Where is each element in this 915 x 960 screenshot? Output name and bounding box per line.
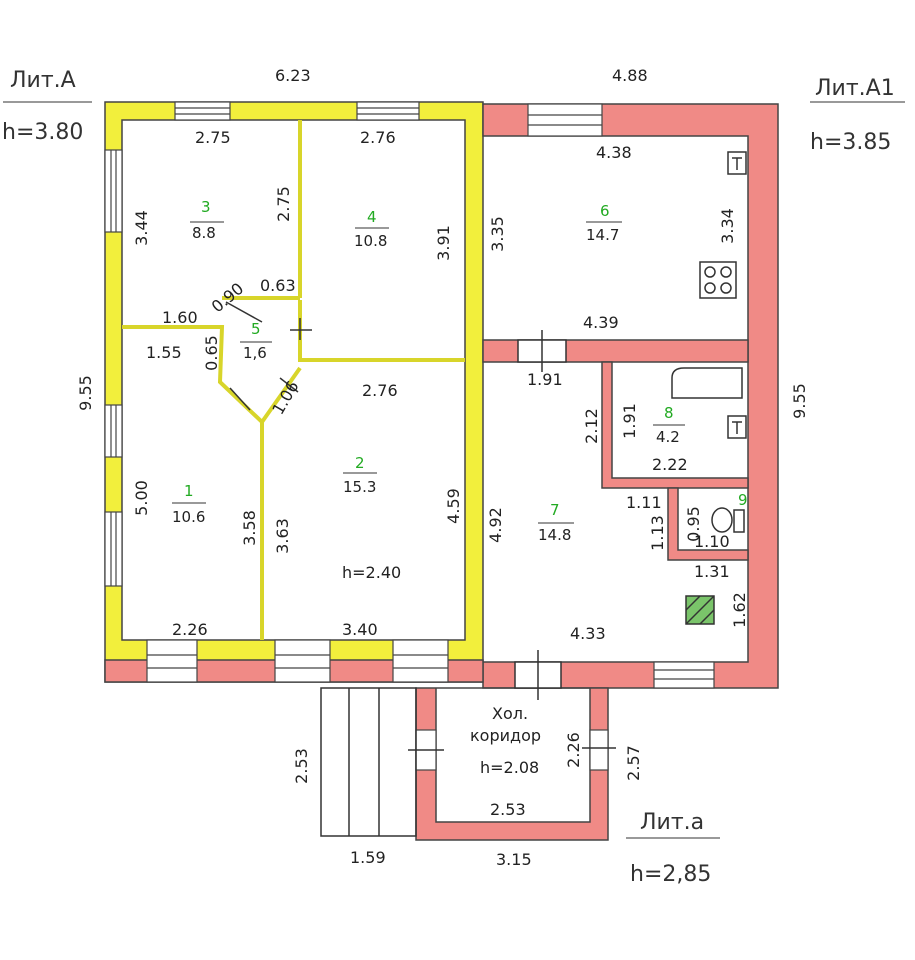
dim-r5-b: 0.63 <box>260 276 296 295</box>
interior-walls <box>122 120 465 640</box>
dim-cor-bottom-in: 2.53 <box>490 800 526 819</box>
room-5-area: 1,6 <box>243 344 267 362</box>
dim-r9-bottom: 1.31 <box>694 562 730 581</box>
room-2-height: h=2.40 <box>342 563 402 582</box>
dim-r2-top: 2.76 <box>362 381 398 400</box>
room-1-area: 10.6 <box>172 508 206 526</box>
room-4-number: 4 <box>367 208 377 226</box>
windows <box>104 101 715 771</box>
dim-r8-bottom: 2.22 <box>652 455 688 474</box>
dim-r4-right: 3.91 <box>433 225 453 261</box>
room-9-number: 9 <box>738 491 748 509</box>
corridor-height: h=2.08 <box>480 758 540 777</box>
dim-r7-left: 4.92 <box>485 507 505 543</box>
dim-r1-top-b: 1.55 <box>146 343 182 362</box>
dim-r7-bottom: 4.33 <box>570 624 606 643</box>
dim-r3-side: 3.44 <box>131 210 151 246</box>
dim-r9-right: 1.10 <box>694 532 730 551</box>
dim-r3-top: 2.75 <box>195 128 231 147</box>
lit-a1-height: h=3.85 <box>810 130 892 155</box>
room-3-number: 3 <box>201 198 211 216</box>
fraction-lines <box>172 221 685 524</box>
dim-r2-left: 3.63 <box>272 518 292 554</box>
dim-r8-right: 1.91 <box>619 403 639 439</box>
dim-r7-right: 1.62 <box>729 592 749 628</box>
dim-r9-top: 1.11 <box>626 493 662 512</box>
lit-a-title: Лит.А <box>10 68 76 93</box>
bathtub-icon <box>671 367 743 399</box>
dim-r2-right: 4.59 <box>443 488 463 524</box>
dim-porch-left: 2.53 <box>291 748 311 784</box>
dim-r6-top: 4.38 <box>596 143 632 162</box>
stove-icon <box>699 261 737 299</box>
dim-r1-top-a: 1.60 <box>162 308 198 327</box>
room-8-number: 8 <box>664 404 674 422</box>
dim-right-total: 9.55 <box>789 383 809 419</box>
dim-r5-c: 0.65 <box>201 335 221 371</box>
dim-cor-right: 2.57 <box>623 745 643 781</box>
dim-top-left: 6.23 <box>275 66 311 85</box>
room-7-number: 7 <box>550 501 560 519</box>
lit-a-small-title: Лит.а <box>640 810 705 835</box>
dim-left-total: 9.55 <box>75 375 95 411</box>
dim-r1-side: 5.00 <box>131 480 151 516</box>
dim-r6-left: 3.35 <box>487 216 507 252</box>
room-6-number: 6 <box>600 202 610 220</box>
dim-r9-left: 1.13 <box>647 515 667 551</box>
lit-a1-title: Лит.А1 <box>815 76 895 101</box>
room-1-number: 1 <box>184 482 194 500</box>
room-5-number: 5 <box>251 320 261 338</box>
room-2-area: 15.3 <box>343 478 377 496</box>
dim-cor-bottom: 3.15 <box>496 850 532 869</box>
dim-r2-bottom: 3.40 <box>342 620 378 639</box>
dim-r8-left: 2.12 <box>581 408 601 444</box>
dim-r4-top: 2.76 <box>360 128 396 147</box>
doors <box>225 301 616 751</box>
room-8-area: 4.2 <box>656 428 680 446</box>
toilet-icon <box>711 507 733 533</box>
room-6-area: 14.7 <box>586 226 620 244</box>
fixtures <box>671 151 747 625</box>
dim-r3-right: 2.75 <box>273 186 293 222</box>
dim-r6-bottom: 4.39 <box>583 313 619 332</box>
room-2-number: 2 <box>355 454 365 472</box>
corridor-label-2: коридор <box>470 726 542 745</box>
corridor-label-1: Хол. <box>492 704 529 723</box>
dim-r1-bottom: 2.26 <box>172 620 208 639</box>
dim-porch-bottom: 1.59 <box>350 848 386 867</box>
lit-a-height: h=3.80 <box>2 120 84 145</box>
dim-cor-inner: 2.26 <box>563 732 583 768</box>
room-3-area: 8.8 <box>192 224 216 242</box>
room-4-area: 10.8 <box>354 232 388 250</box>
lit-a-small-height: h=2,85 <box>630 862 712 887</box>
porch-steps <box>320 687 417 837</box>
dim-top-right: 4.88 <box>612 66 648 85</box>
dim-r6-right: 3.34 <box>717 208 737 244</box>
dim-r7-door: 1.91 <box>527 370 563 389</box>
room-7-area: 14.8 <box>538 526 572 544</box>
dim-r1-right: 3.58 <box>239 510 259 546</box>
